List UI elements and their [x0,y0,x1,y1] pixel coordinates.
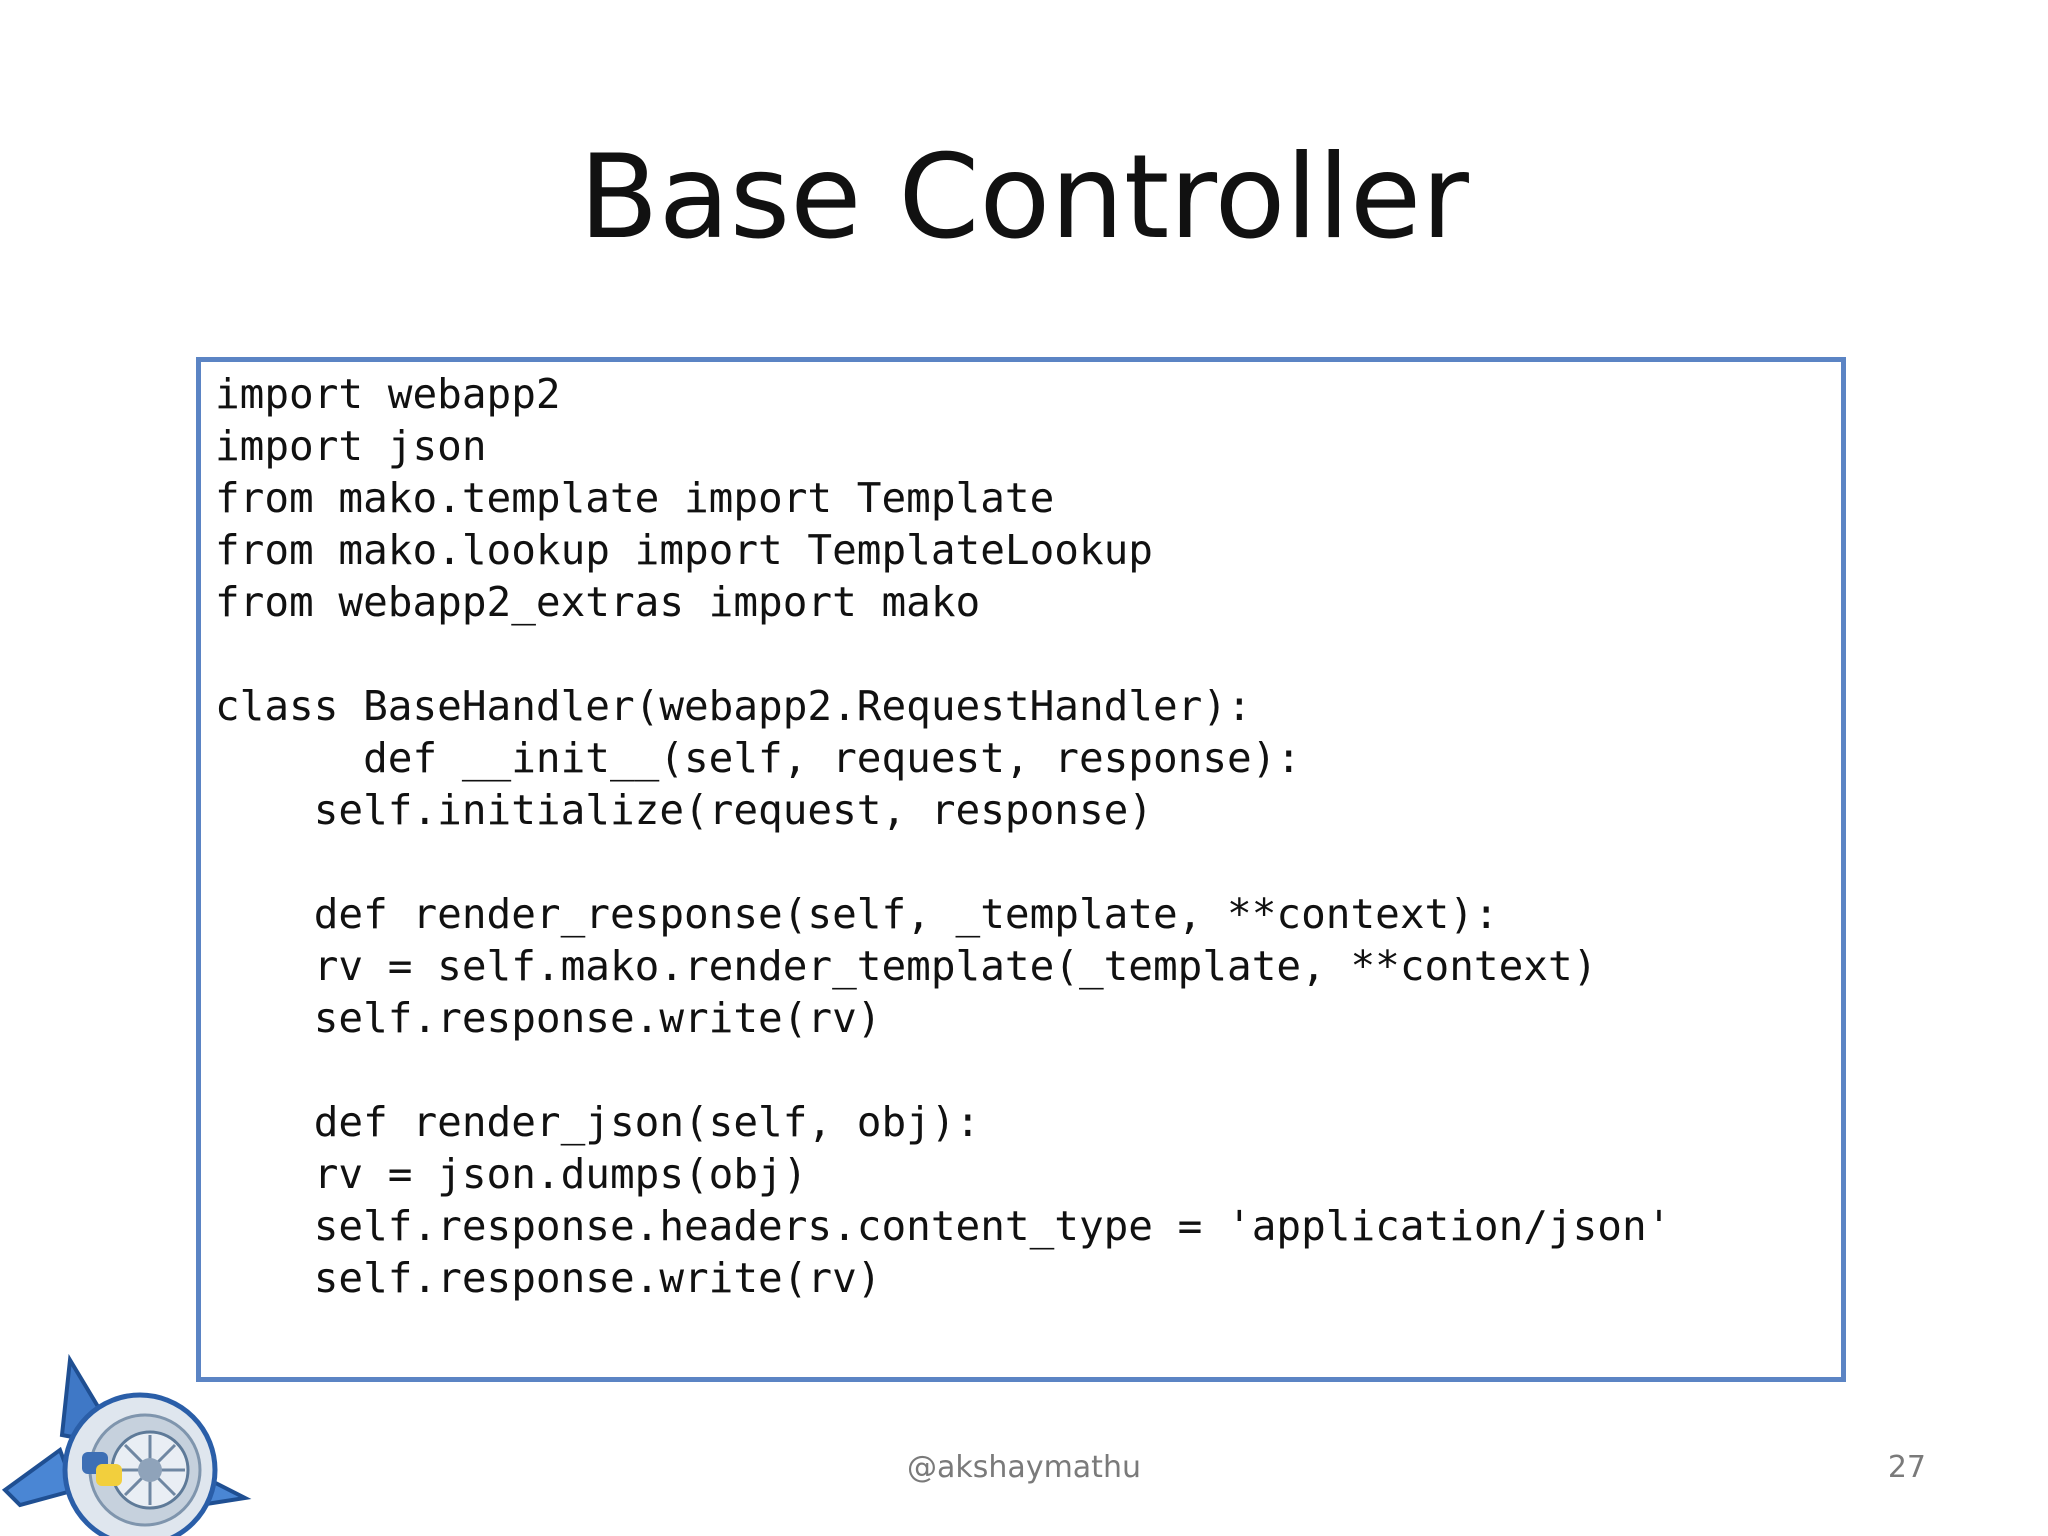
code-line-7: class BaseHandler(webapp2.RequestHandler… [215,682,1252,730]
code-line-17: self.response.headers.content_type = 'ap… [215,1202,1672,1250]
code-line-18: self.response.write(rv) [215,1254,882,1302]
code-line-12: rv = self.mako.render_template(_template… [215,942,1598,990]
code-line-9: self.initialize(request, response) [215,786,1153,834]
code-line-1: import webapp2 [215,370,561,418]
code-line-15: def render_json(self, obj): [215,1098,981,1146]
code-block: import webapp2 import json from mako.tem… [196,357,1846,1382]
code-line-13: self.response.write(rv) [215,994,882,1042]
footer-handle: @akshaymathu [907,1450,1141,1485]
code-line-2: import json [215,422,487,470]
code-line-5: from webapp2_extras import mako [215,578,981,626]
code-line-4: from mako.lookup import TemplateLookup [215,526,1153,574]
code-line-8: def __init__(self, request, response): [215,734,1302,782]
code-line-3: from mako.template import Template [215,474,1055,522]
page-number: 27 [1887,1450,1926,1485]
app-engine-logo-icon [1,1353,252,1536]
code-line-11: def render_response(self, _template, **c… [215,890,1499,938]
code-line-16: rv = json.dumps(obj) [215,1150,808,1198]
slide-title: Base Controller [579,130,1469,265]
